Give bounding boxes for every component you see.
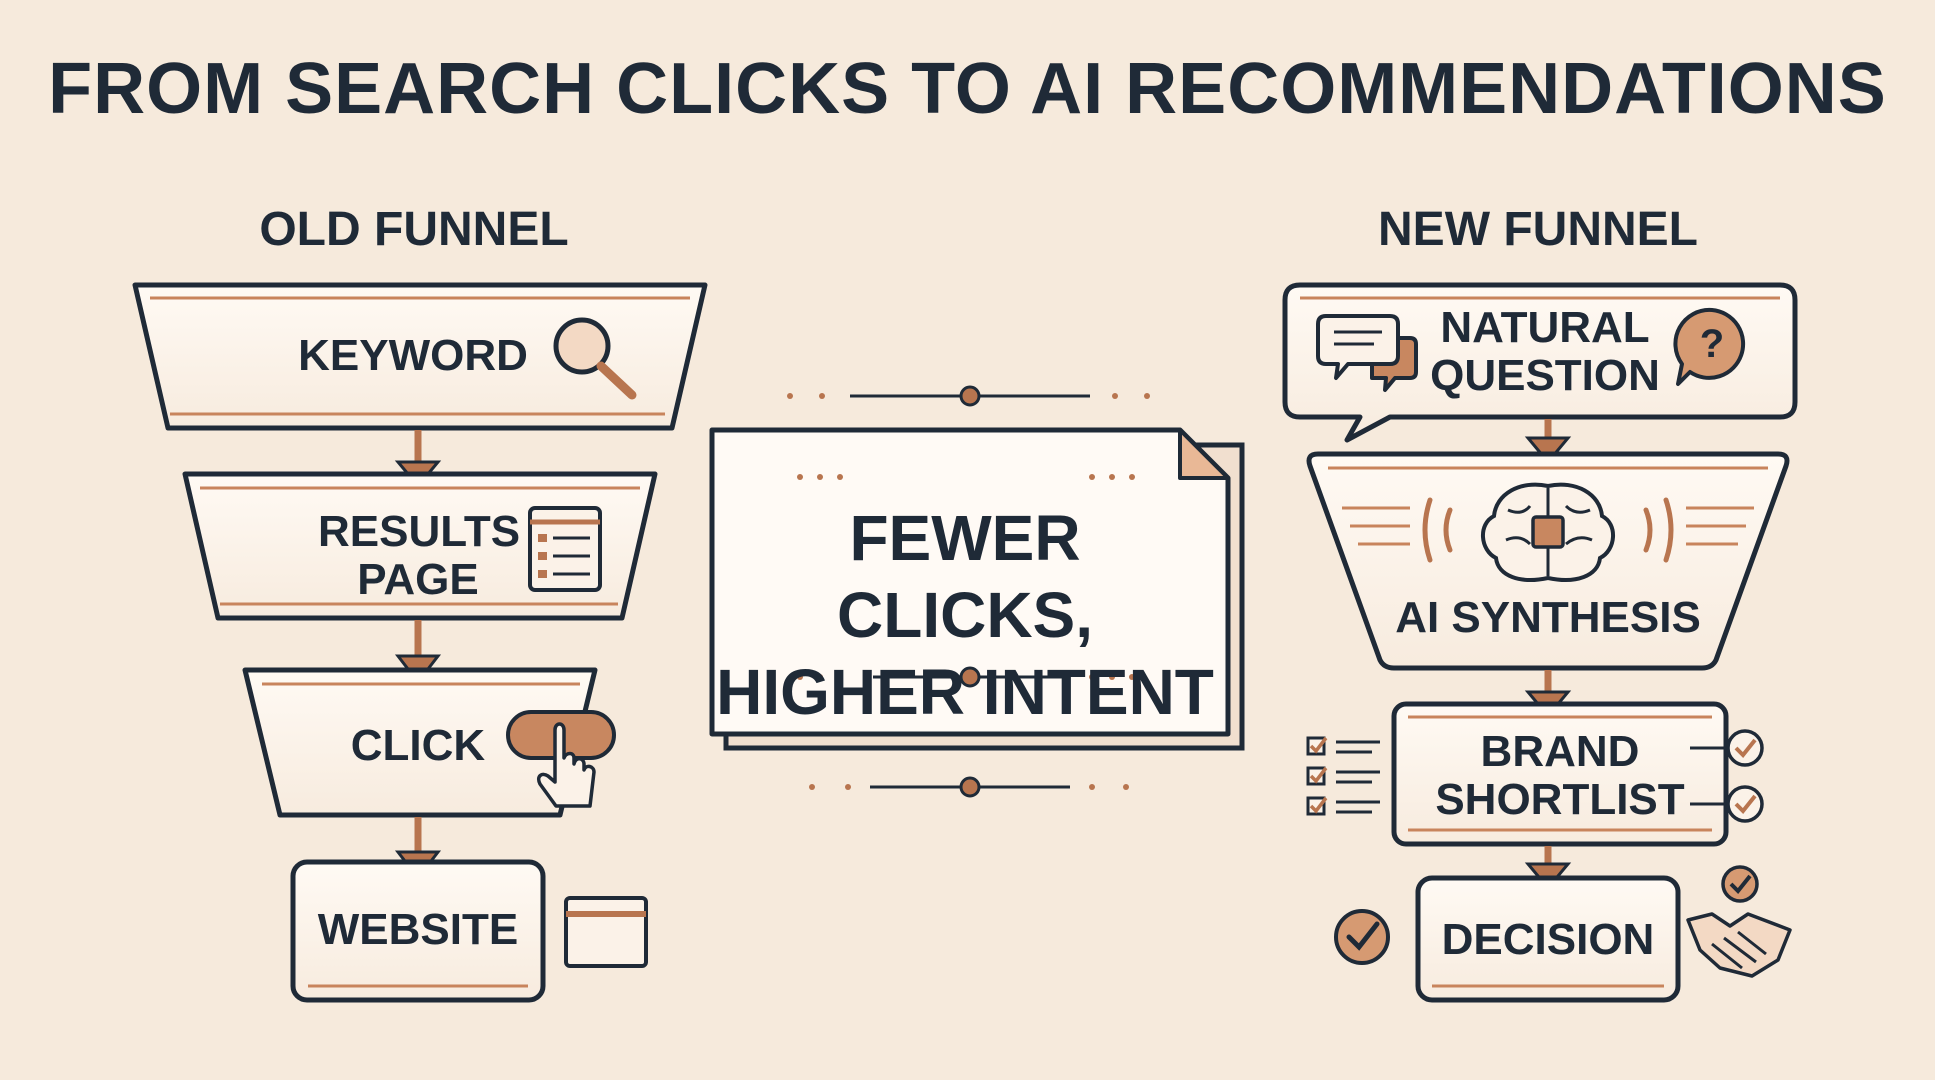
old-step-website-label: WEBSITE: [317, 905, 519, 954]
page-title: FROM SEARCH CLICKS TO AI RECOMMENDATIONS: [48, 49, 1887, 129]
new-step-question-label: NATURAL QUESTION: [1430, 303, 1660, 400]
checklist-icon: [1306, 736, 1380, 816]
new-step-decision-label: DECISION: [1441, 915, 1655, 964]
handshake-icon: [1686, 865, 1792, 978]
center-dividers: [787, 385, 1150, 798]
brain-chip-icon: [1422, 482, 1674, 582]
old-step-click-label: CLICK: [350, 721, 486, 770]
svg-text:?: ?: [1700, 322, 1724, 366]
arrow-new-1: [1524, 419, 1572, 465]
new-step-natural-question: [1282, 282, 1798, 443]
browser-window-icon: [564, 896, 648, 968]
new-step-shortlist-label: BRAND SHORTLIST: [1435, 727, 1685, 824]
old-step-keyword-label: KEYWORD: [298, 331, 528, 380]
center-message: FEWER CLICKS, HIGHER INTENT: [716, 502, 1214, 728]
question-mark-icon: ?: [1673, 307, 1746, 386]
new-step-decision: [1415, 875, 1681, 1003]
new-step-synthesis-label: AI SYNTHESIS: [1395, 593, 1701, 642]
old-step-website: [290, 859, 546, 1003]
center-card: [709, 427, 1245, 751]
chat-bubbles-icon: [1316, 314, 1418, 392]
shortlist-check-icons: [1690, 729, 1764, 823]
old-step-keyword: [132, 282, 708, 431]
old-step-results-label: RESULTS PAGE: [318, 507, 521, 604]
magnifier-icon: [553, 317, 637, 400]
new-funnel-heading: NEW FUNNEL: [1378, 203, 1698, 256]
new-step-brand-shortlist: [1391, 701, 1730, 847]
results-list-icon: [528, 506, 602, 592]
old-funnel-heading: OLD FUNNEL: [259, 203, 569, 256]
old-step-click: [242, 667, 598, 818]
decision-check-icon: [1334, 909, 1390, 965]
pointer-hand-icon: [506, 710, 616, 808]
